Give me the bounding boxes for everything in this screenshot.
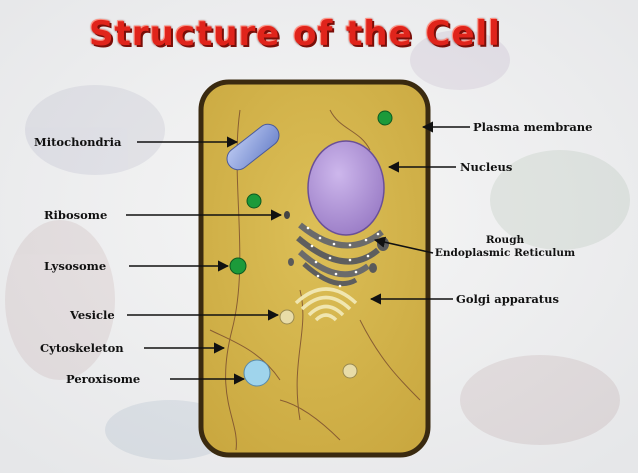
- label-rough-er-line2: Endoplasmic Reticulum: [434, 247, 576, 259]
- nucleus-organelle: [307, 140, 385, 236]
- mitochondria-organelle: [226, 123, 280, 171]
- green-organelle: [246, 193, 262, 209]
- label-peroxisome: Peroxisome: [66, 372, 141, 386]
- label-rough-er: Rough Endoplasmic Reticulum: [430, 234, 580, 260]
- lysosome-organelle: [229, 257, 247, 275]
- label-nucleus: Nucleus: [460, 160, 513, 174]
- label-cytoskeleton: Cytoskeleton: [40, 341, 124, 355]
- label-rough-er-line1: Rough: [485, 234, 525, 246]
- ribosome-organelle: [284, 211, 290, 219]
- label-ribosome: Ribosome: [44, 208, 108, 222]
- green-organelle: [377, 110, 393, 126]
- golgi-organelle: [294, 287, 358, 322]
- diagram-title: Structure of the Cell: [89, 14, 501, 54]
- peroxisome-organelle: [243, 359, 271, 387]
- vesicle-organelle: [342, 363, 358, 379]
- arrow-rough-er: [373, 236, 434, 254]
- label-golgi: Golgi apparatus: [456, 292, 559, 306]
- label-lysosome: Lysosome: [44, 259, 107, 273]
- label-plasma-membrane: Plasma membrane: [473, 120, 593, 134]
- label-mitochondria: Mitochondria: [34, 135, 122, 149]
- background-decoration: [5, 30, 630, 460]
- leader-arrows: [126, 121, 470, 385]
- label-vesicle: Vesicle: [70, 308, 115, 322]
- vesicle-organelle: [279, 309, 295, 325]
